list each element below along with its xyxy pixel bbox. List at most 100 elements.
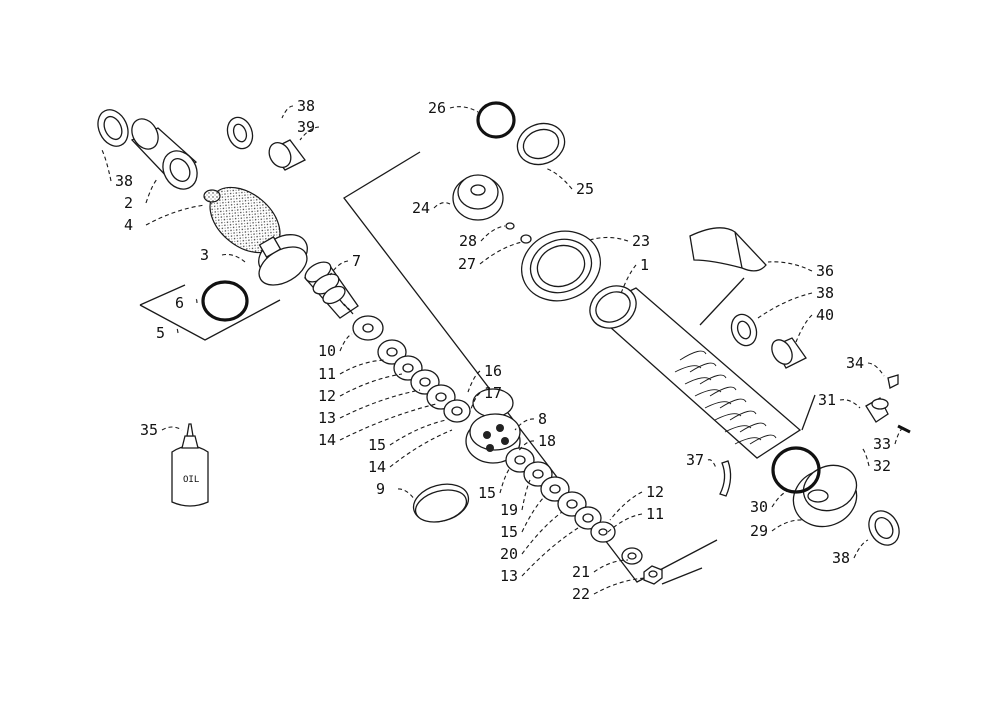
callout-label-28: 28 <box>459 232 477 250</box>
leader-line-12 <box>609 491 643 521</box>
callout-label-17: 17 <box>484 384 502 402</box>
leader-line-28 <box>480 225 506 242</box>
callout-label-31: 31 <box>818 391 836 409</box>
callout-label-11: 11 <box>646 505 664 523</box>
leader-line-36 <box>767 261 813 272</box>
leader-line-8 <box>514 418 535 431</box>
callout-label-15: 15 <box>478 484 496 502</box>
leader-line-12 <box>339 373 403 397</box>
callout-label-26: 26 <box>428 99 446 117</box>
leader-line-37 <box>707 459 717 469</box>
callout-label-27: 27 <box>458 255 476 273</box>
spacer-40 <box>771 337 807 369</box>
oil-label: OIL <box>183 475 199 485</box>
oil-bottle-35: OIL <box>171 423 209 507</box>
leader-line-38 <box>281 105 294 119</box>
callout-label-37: 37 <box>686 451 704 469</box>
bracket-line-right <box>699 277 816 431</box>
leader-line-24 <box>433 202 451 209</box>
leader-line-25 <box>544 167 573 190</box>
bushing-38-bottom-right <box>868 510 900 546</box>
callout-label-8: 8 <box>538 410 547 428</box>
callout-label-12: 12 <box>318 387 336 405</box>
leader-line-19 <box>521 479 531 511</box>
leader-line-31 <box>839 399 861 409</box>
leader-line-27 <box>479 241 523 265</box>
callout-label-11: 11 <box>318 365 336 383</box>
valve-cap-34 <box>887 374 899 389</box>
callout-label-1: 1 <box>640 256 649 274</box>
leader-line-18 <box>517 440 535 453</box>
callout-label-3: 3 <box>200 246 209 264</box>
callout-label-12: 12 <box>646 483 664 501</box>
leader-line-7 <box>329 260 349 276</box>
leader-line-15 <box>389 419 447 446</box>
shock-body-1 <box>589 285 802 459</box>
seal-head-23 <box>521 230 601 302</box>
leader-line-40 <box>795 314 813 343</box>
callout-label-15: 15 <box>500 523 518 541</box>
callout-label-18: 18 <box>538 432 556 450</box>
bearing-cap-24 <box>452 174 504 221</box>
guard-36 <box>689 227 767 272</box>
eyelet-bushing-38-top-left <box>97 109 129 147</box>
valve-27 <box>520 234 532 244</box>
leader-line-34 <box>867 362 885 377</box>
leader-line-30 <box>771 489 791 508</box>
leader-line-33 <box>894 427 904 445</box>
shim-stack-lower <box>505 447 616 543</box>
callout-label-40: 40 <box>816 306 834 324</box>
leader-line-9 <box>397 488 416 501</box>
piston-8 <box>465 388 521 464</box>
callout-label-38: 38 <box>115 172 133 190</box>
piston-shaft-7 <box>303 261 359 319</box>
leader-line-39 <box>299 126 320 141</box>
o-ring-30 <box>771 446 821 494</box>
callout-label-39: 39 <box>297 118 315 136</box>
leader-line-22 <box>593 577 646 595</box>
callout-label-20: 20 <box>500 545 518 563</box>
leader-line-16 <box>467 370 481 393</box>
callout-label-33: 33 <box>873 435 891 453</box>
lower-eye-29 <box>792 464 858 528</box>
leader-line-29 <box>771 519 803 532</box>
leader-line-21 <box>593 559 629 573</box>
leader-line-11 <box>607 513 643 533</box>
callout-label-7: 7 <box>352 252 361 270</box>
callout-label-36: 36 <box>816 262 834 280</box>
leader-line-11 <box>339 359 386 375</box>
leader-line-13 <box>339 389 421 419</box>
leader-line-1 <box>619 264 637 297</box>
leader-line-15 <box>521 495 546 533</box>
ball-joint-4 <box>203 186 281 254</box>
callout-label-13: 13 <box>318 409 336 427</box>
leader-line-6 <box>195 298 198 304</box>
callout-label-14: 14 <box>368 458 386 476</box>
callout-label-34: 34 <box>846 354 864 372</box>
bushing-38-right <box>730 313 758 347</box>
band-9 <box>412 483 470 523</box>
callout-label-21: 21 <box>572 563 590 581</box>
leader-lines <box>101 105 904 595</box>
bushing-38-top <box>226 116 254 150</box>
leader-line-38 <box>101 149 112 182</box>
shim-stack-upper <box>377 339 471 423</box>
callout-label-38: 38 <box>832 549 850 567</box>
o-ring-26 <box>476 101 516 139</box>
leader-line-14 <box>339 403 437 441</box>
callout-label-30: 30 <box>750 498 768 516</box>
leader-line-32 <box>861 447 870 467</box>
leader-line-13 <box>521 527 579 577</box>
leader-line-38 <box>757 292 813 319</box>
leader-line-15 <box>499 467 511 494</box>
valve-body-31 <box>865 397 889 423</box>
callout-label-22: 22 <box>572 585 590 603</box>
leader-line-26 <box>449 106 479 113</box>
callout-label-35: 35 <box>140 421 158 439</box>
clip-37 <box>719 460 732 497</box>
nut-22 <box>643 565 663 585</box>
small-ring-28 <box>505 222 515 230</box>
upper-eyelet-2 <box>130 118 198 190</box>
